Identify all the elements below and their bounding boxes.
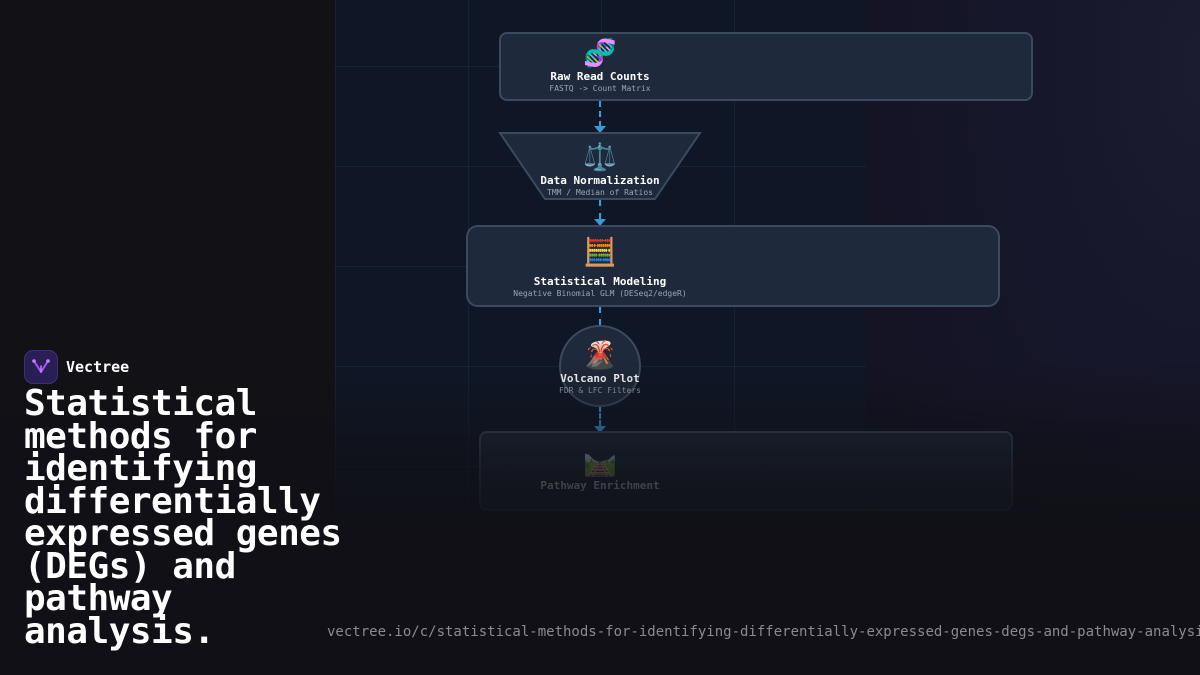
step-title: Volcano Plot [560, 372, 640, 385]
step-subtitle: Negative Binomial GLM (DESeq2/edgeR) [513, 289, 687, 298]
step-subtitle: FDR & LFC Filters [559, 386, 641, 395]
connector-3 [599, 307, 601, 325]
railway-track-icon: 🛤️ [583, 447, 617, 478]
step-title: Data Normalization [540, 174, 660, 187]
scales-icon: ⚖️ [583, 142, 617, 173]
step-title: Statistical Modeling [533, 275, 667, 288]
arrowhead-1 [594, 126, 606, 133]
arrowhead-2 [594, 219, 606, 226]
connector-4 [599, 406, 601, 426]
connector-1 [599, 101, 601, 127]
step-subtitle: TMM / Median of Ratios [547, 188, 653, 197]
page-url: vectree.io/c/statistical-methods-for-ide… [327, 624, 1200, 640]
brand-name: Vectree [66, 358, 130, 376]
step-statistical-modeling [466, 225, 1000, 307]
connector-2 [599, 200, 601, 219]
vectree-logo-icon [24, 350, 58, 384]
step-subtitle: FASTQ -> Count Matrix [549, 84, 651, 93]
dna-icon: 🧬 [583, 38, 617, 69]
brand: Vectree [24, 350, 129, 384]
step-data-normalization [498, 132, 702, 200]
abacus-icon: 🧮 [583, 237, 617, 268]
step-raw-read-counts [499, 32, 1033, 101]
right-panel [866, 0, 1200, 675]
page-title: Statistical methods for identifying diff… [24, 383, 342, 652]
step-title: Pathway Enrichment [540, 479, 660, 492]
step-title: Raw Read Counts [550, 70, 650, 83]
volcano-icon: 🌋 [583, 340, 617, 371]
